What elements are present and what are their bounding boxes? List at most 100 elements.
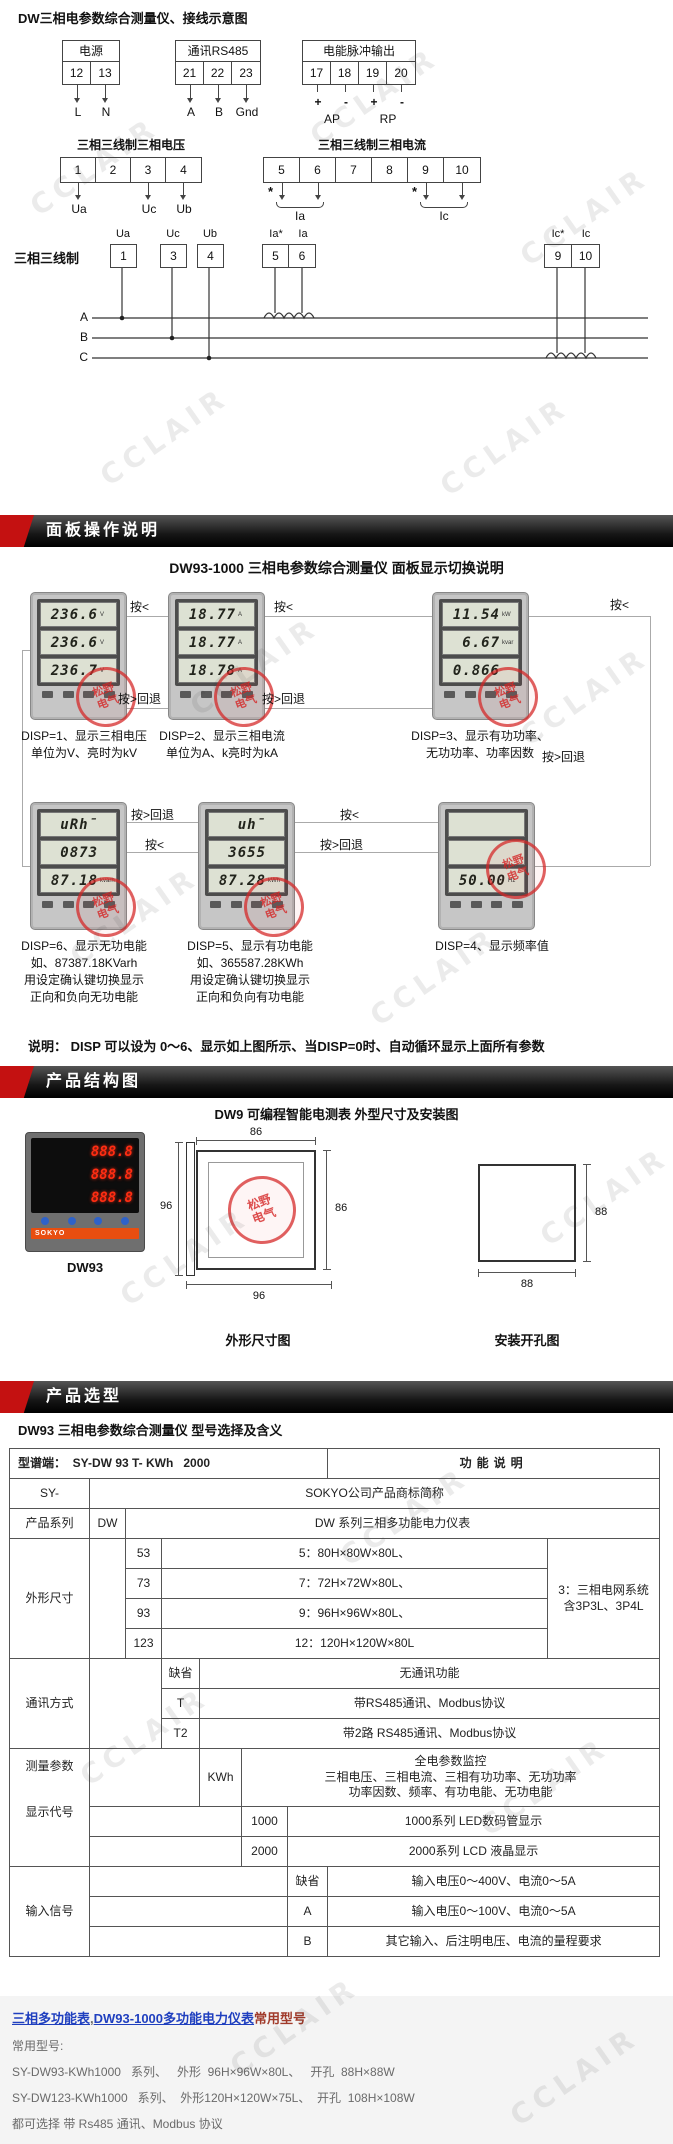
group-brace	[420, 202, 468, 208]
cell-series-desc: DW 系列三相多功能电力仪表	[124, 1508, 661, 1539]
pin-Uc: Uc	[141, 202, 157, 216]
selection-section-banner: 产品选型	[0, 1381, 673, 1413]
terminal-4: 4	[207, 249, 214, 263]
press-back-label: 按>回退	[320, 838, 364, 852]
wire	[105, 85, 106, 98]
phase-b-label: B	[79, 330, 88, 344]
terminal-12: 12	[63, 62, 91, 84]
structure-section-banner: 产品结构图	[0, 1066, 673, 1098]
dim-right-value: 86	[333, 1202, 350, 1214]
meter-caption-disp3: DISP=3、显示有功功率、 无功功率、功率因数	[411, 729, 549, 760]
cell-size-desc-93: 9：96H×96W×80L、	[160, 1598, 549, 1629]
dim-line-hole-bottom	[478, 1269, 576, 1277]
footer-suffix: 常用型号	[254, 2011, 307, 2026]
press-back-label: 按>回退	[542, 750, 586, 764]
ct-polarity-star: *	[412, 184, 418, 199]
link-multifunction-meter[interactable]: 三相多功能表	[12, 2011, 91, 2026]
cell-size-desc-123: 12：120H×120W×80L	[160, 1628, 549, 1659]
cell-comm-label: 通讯方式	[9, 1658, 90, 1749]
arrow-down-icon	[215, 98, 221, 103]
wire	[345, 85, 346, 92]
cell-sy-label: SY-	[9, 1478, 90, 1509]
lcd-unit: V	[100, 639, 105, 646]
cell-input-code-b: B	[286, 1926, 329, 1957]
meter-photo-face: 888.8 888.8 888.8	[31, 1138, 139, 1213]
terminal-6: 6	[298, 249, 306, 263]
flow-line	[22, 866, 30, 867]
footer: 三相多功能表,DW93-1000多功能电力仪表常用型号 常用型号: SY-DW9…	[0, 1996, 673, 2144]
pin-AP: AP	[323, 112, 341, 126]
lcd-unit: V	[100, 667, 105, 674]
terminal-3: 3	[131, 158, 166, 182]
flow-line	[127, 708, 168, 709]
dim-line-right	[323, 1150, 331, 1270]
banner-accent	[0, 1381, 34, 1413]
terminal-19: 19	[359, 62, 387, 84]
lcd-value: 18.77	[188, 634, 236, 651]
terminal-1: 1	[61, 158, 96, 182]
terminal-23: 23	[239, 66, 253, 80]
photo-model-label: DW93	[66, 1260, 104, 1275]
panel-note: 说明： DISP 可以设为 0～6、显示如上图所示、当DISP=0时、自动循环显…	[28, 1039, 545, 1054]
wire	[218, 85, 219, 98]
comm-label: 通讯RS485	[176, 41, 260, 62]
pin-Ia: Ia	[294, 209, 306, 223]
lcd-value: uh¯	[237, 816, 266, 833]
cell-comm-desc-t2: 带2路 RS485通讯、Modbus协议	[198, 1718, 661, 1749]
cell-size-code-53: 53	[125, 1538, 162, 1569]
pin-B: B	[214, 105, 224, 119]
lcd-unit: A	[238, 611, 243, 618]
terminal-9: 9	[408, 158, 444, 182]
wire	[373, 85, 374, 92]
meter-buttons	[439, 691, 522, 698]
selection-banner-title: 产品选型	[46, 1388, 123, 1405]
empty-cell	[89, 1926, 288, 1957]
led-row: 888.8	[90, 1144, 133, 1160]
meter-photo-buttons	[31, 1213, 139, 1228]
cell-size-desc-53: 5：80H×80W×80L、	[160, 1538, 549, 1569]
terminal-5: 5	[263, 245, 289, 267]
led-row: 888.8	[90, 1167, 133, 1183]
pin-L: L	[74, 105, 82, 119]
flow-line	[22, 650, 30, 651]
terminal-4: 4	[180, 163, 187, 177]
terminal-18: 18	[331, 62, 359, 84]
terminal-6: 6	[300, 158, 336, 182]
outline-drawing-label: 外形尺寸图	[225, 1333, 291, 1348]
lcd-unit: Hz	[508, 877, 516, 884]
flow-line	[22, 650, 23, 866]
mounting-hole-box	[478, 1164, 576, 1262]
lcd-value: 3655	[228, 844, 266, 861]
cell-input-code-a: A	[286, 1896, 329, 1927]
flow-line	[127, 852, 198, 853]
cell-display-code-1000: 1000	[241, 1806, 288, 1837]
flow-line	[265, 708, 432, 709]
table-header-model: 型谱端： SY-DW 93 T- KWh 2000	[8, 1448, 329, 1479]
model-selection-table: 型谱端： SY-DW 93 T- KWh 2000 功能说明 SY- SOKYO…	[8, 1448, 661, 1957]
lcd-value: 236.6	[50, 634, 98, 651]
meter-buttons	[37, 901, 120, 908]
wire	[190, 85, 191, 98]
pin-Ua: Ua	[71, 202, 87, 216]
wire	[183, 183, 184, 195]
dim-line-left	[175, 1142, 183, 1276]
phase-a-label: A	[79, 310, 88, 324]
press-next-label: 按<	[340, 808, 360, 822]
terminal-21: 21	[176, 62, 204, 84]
current-terminal-box: 5 6 7 8 9 10	[263, 157, 481, 183]
press-next-label: 按<	[610, 598, 630, 612]
diagram-pin-Ic: Ic	[581, 228, 591, 240]
meter-buttons	[445, 901, 528, 908]
structure-banner-title: 产品结构图	[46, 1073, 142, 1090]
banner-accent	[0, 515, 34, 547]
link-dw93-1000[interactable]: DW93-1000多功能电力仪表	[93, 2011, 255, 2026]
lcd-value: 87.28	[218, 872, 266, 889]
banner-accent	[0, 1066, 34, 1098]
empty-cell	[89, 1658, 162, 1749]
outline-body-inner	[208, 1162, 304, 1258]
arrow-down-icon	[180, 195, 186, 200]
